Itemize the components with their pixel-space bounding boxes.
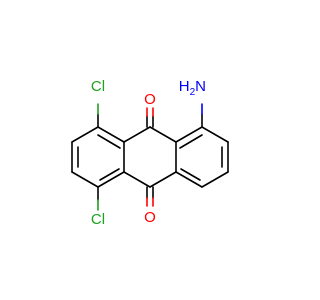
bond-c6-c5 [71, 171, 99, 188]
bond-c8a-c1 [175, 126, 203, 143]
molecule-structure-diagram: O O Cl Cl H2N [71, 78, 229, 228]
bond-c1-c2 [201, 126, 229, 143]
carbon-skeleton-bonds [71, 126, 229, 188]
substituent-bonds [97, 103, 203, 211]
oxygen-bottom-label: O [144, 209, 156, 226]
amino-n-label: N [195, 78, 206, 95]
chlorine-bottom-label: Cl [91, 211, 105, 228]
bond-double-c8a-c1 [179, 134, 203, 149]
bond-c5-c4a [97, 171, 125, 188]
chlorine-top-label: Cl [91, 78, 105, 95]
bond-c3-c4 [201, 171, 229, 188]
amino-h-subscript: 2 [190, 87, 196, 98]
bond-double-c9a-c8 [97, 134, 121, 149]
bond-c9-c8a [149, 126, 177, 143]
amino-h-label: H [179, 78, 190, 95]
bond-double-c4-c10a [180, 168, 201, 181]
bond-c10a-c10 [149, 171, 177, 188]
bond-c9a-c8 [97, 126, 125, 143]
atom-labels: O O Cl Cl H2N [91, 78, 206, 228]
bond-c10-c4a [123, 171, 151, 188]
oxygen-top-label: O [144, 91, 156, 108]
bond-c9a-c9 [123, 126, 151, 143]
bond-c8-c7 [71, 126, 99, 143]
bond-double-c5-c4a [99, 168, 120, 181]
bond-c4-c10a [175, 171, 203, 188]
carbonyl-bonds [146, 107, 154, 207]
amino-group-label: H2N [179, 78, 206, 98]
